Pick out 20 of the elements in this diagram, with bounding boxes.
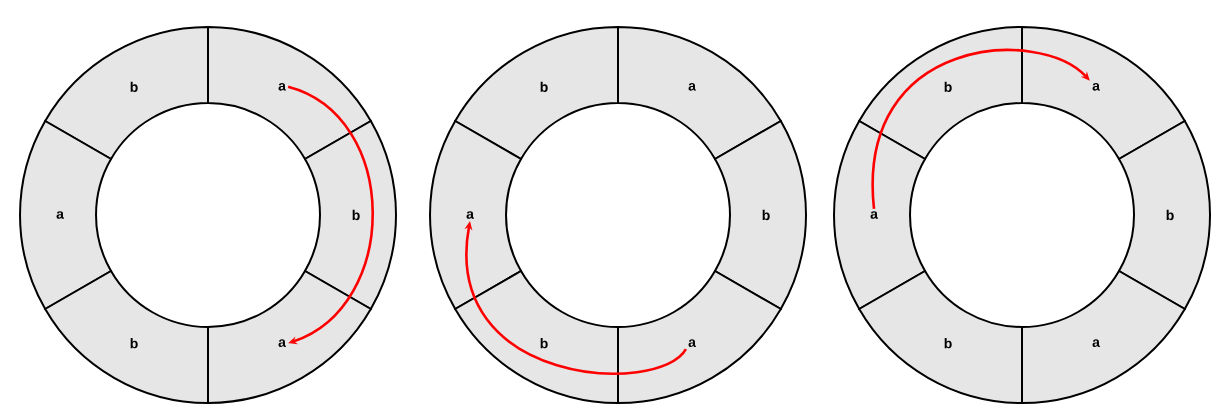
sector-label: b bbox=[130, 81, 138, 92]
sector-label: a bbox=[278, 339, 286, 347]
sector-label: a bbox=[1092, 339, 1100, 347]
sector-label: a bbox=[1092, 83, 1100, 91]
sector-label: a bbox=[688, 339, 696, 347]
sector-label: b bbox=[1166, 209, 1174, 221]
sector-label: a bbox=[466, 211, 474, 219]
sector-label: a bbox=[278, 83, 286, 91]
sector-label: b bbox=[762, 209, 770, 221]
sector-label: b bbox=[130, 338, 138, 349]
sector-label: b bbox=[540, 338, 548, 349]
sector-label: b bbox=[944, 338, 952, 349]
arrow bbox=[287, 85, 374, 345]
sector-label: b bbox=[944, 81, 952, 92]
sector-label: a bbox=[688, 83, 696, 91]
sector-label: a bbox=[56, 211, 64, 219]
sector-label: b bbox=[352, 209, 360, 221]
sector-label: b bbox=[540, 81, 548, 92]
sector-label: a bbox=[870, 211, 878, 219]
arrow bbox=[872, 48, 1090, 209]
